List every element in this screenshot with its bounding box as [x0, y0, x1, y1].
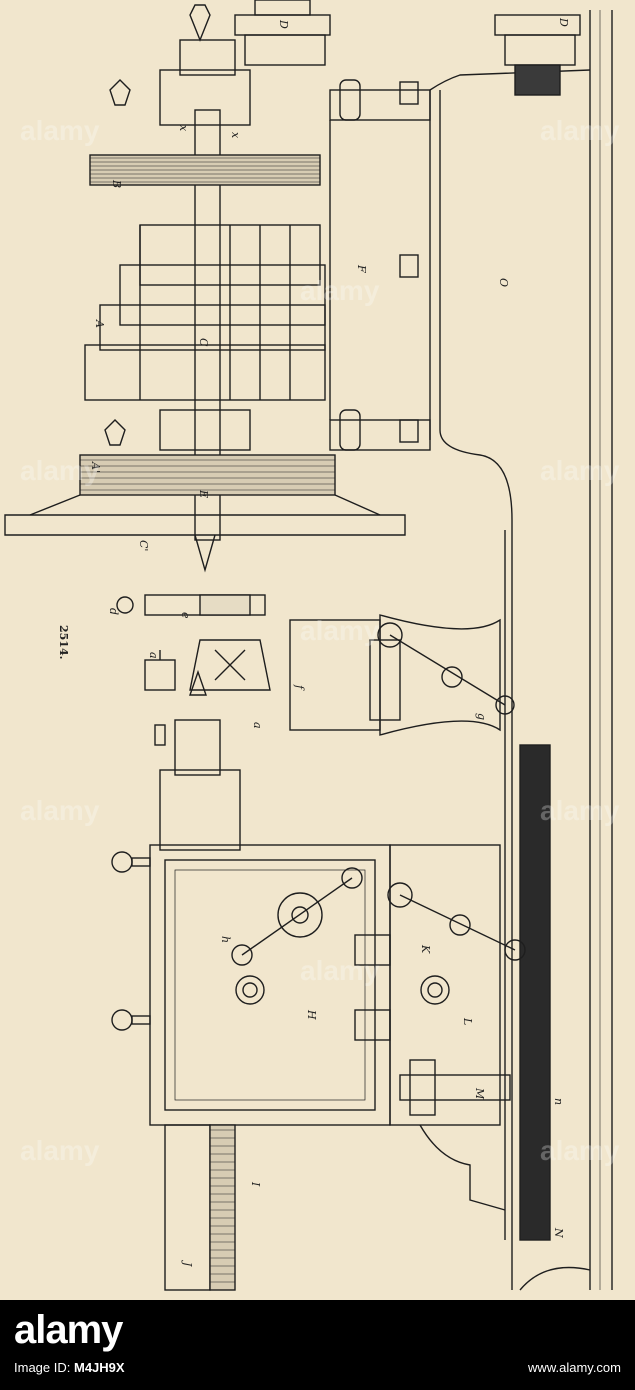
figure-labels: 2514. B A A' C C' D D E F O x x d e a a …: [57, 17, 570, 1267]
svg-text:alamy: alamy: [540, 1135, 620, 1166]
bed-rack: [519, 744, 551, 1241]
label-g-lower: g: [475, 713, 488, 720]
figure-number: 2514.: [57, 625, 70, 659]
svg-text:alamy: alamy: [300, 615, 380, 646]
label-m: M: [473, 1087, 486, 1100]
lathe-bed: [429, 10, 613, 1291]
label-h-lower: h: [219, 936, 232, 943]
label-e: E: [197, 489, 210, 498]
svg-text:alamy: alamy: [300, 275, 380, 306]
stock-footer: alamy Image ID: M4JH9X www.alamy.com: [0, 1300, 635, 1390]
carriage: [111, 844, 526, 1211]
brand-logo[interactable]: alamy: [14, 1308, 123, 1352]
label-f-lower: f: [293, 684, 306, 691]
small-pulley-d: [494, 14, 581, 96]
label-k: K: [419, 944, 432, 954]
label-n-lower: n: [552, 1098, 565, 1105]
image-id-label: Image ID:: [14, 1360, 71, 1375]
headstock: [4, 0, 431, 573]
label-x2: x: [229, 132, 242, 139]
label-d-lower: d: [107, 608, 120, 615]
label-d: D: [277, 19, 290, 29]
svg-text:alamy: alamy: [540, 115, 620, 146]
label-o: O: [497, 278, 510, 287]
label-n: N: [552, 1227, 565, 1238]
svg-text:alamy: alamy: [540, 795, 620, 826]
label-a: A: [93, 319, 106, 328]
svg-text:alamy: alamy: [300, 955, 380, 986]
label-a-lower-2: a: [251, 722, 264, 729]
svg-text:alamy: alamy: [20, 795, 100, 826]
label-e-lower: e: [179, 612, 192, 619]
label-l: L: [461, 1017, 474, 1025]
label-a-prime: A': [89, 461, 102, 473]
lathe-engraving: 2514. B A A' C C' D D E F O x x d e a a …: [4, 0, 620, 1291]
svg-text:alamy: alamy: [540, 455, 620, 486]
image-id-value: M4JH9X: [73, 1360, 125, 1375]
tool-support: [116, 594, 515, 736]
label-h: H: [305, 1009, 318, 1020]
label-i: I: [249, 1181, 262, 1187]
svg-text:alamy: alamy: [20, 455, 100, 486]
label-c-prime: C': [137, 540, 150, 551]
label-j: J: [181, 1260, 194, 1267]
label-d-small: D: [557, 17, 570, 27]
engraving-plate: 2514. B A A' C C' D D E F O x x d e a a …: [4, 0, 620, 1291]
slide-and-screw: [154, 669, 241, 1291]
label-f: F: [355, 264, 368, 273]
label-c: C: [197, 338, 210, 347]
image-id: Image ID: M4JH9X: [14, 1360, 125, 1375]
watermark: alamy alamy alamy alamy alamy alamy alam…: [20, 115, 620, 1166]
label-b: B: [110, 179, 123, 188]
label-a-lower: a: [147, 652, 160, 659]
label-x: x: [177, 125, 190, 132]
site-link[interactable]: www.alamy.com: [528, 1360, 621, 1375]
svg-text:alamy: alamy: [20, 1135, 100, 1166]
svg-text:alamy: alamy: [20, 115, 100, 146]
